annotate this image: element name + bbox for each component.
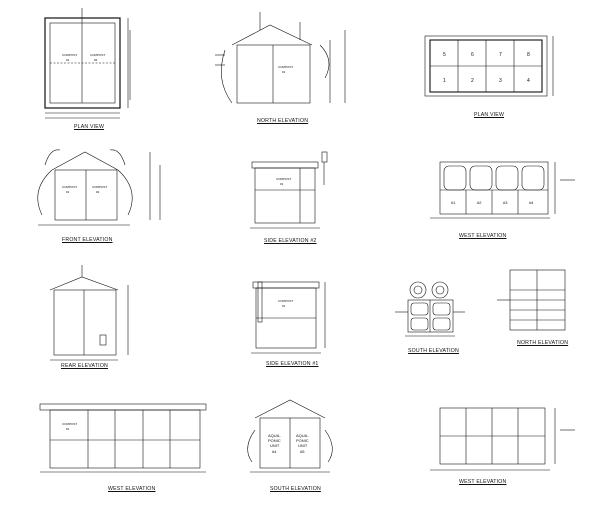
plan-view-2 (424, 35, 554, 97)
west-elevation-bin-labels: #1 #2 #3 #4 (451, 200, 534, 205)
svg-text:UNIT: UNIT (270, 443, 280, 448)
svg-text:PONIC: PONIC (296, 438, 309, 443)
svg-text:AQUA-: AQUA- (296, 433, 309, 438)
svg-text:#1: #1 (66, 190, 70, 194)
svg-text:#1: #1 (66, 58, 70, 62)
caption-side-elevation-2: SIDE ELEVATION #2 (264, 238, 317, 244)
caption-rear-elevation: REAR ELEVATION (61, 363, 108, 369)
svg-text:#2: #2 (96, 190, 100, 194)
svg-text:#4: #4 (272, 449, 277, 454)
svg-text:1: 1 (443, 78, 446, 84)
caption-front-elevation: FRONT ELEVATION (62, 237, 113, 243)
caption-south-elevation-1: SOUTH ELEVATION (408, 348, 459, 354)
svg-text:4: 4 (527, 78, 530, 84)
svg-text:2: 2 (471, 78, 474, 84)
svg-text:PONIC: PONIC (268, 438, 281, 443)
plan-view-2-numbers: 5 6 7 8 1 2 3 4 (443, 52, 530, 84)
svg-text:COMPOST: COMPOST (92, 185, 107, 189)
svg-text:#3: #3 (503, 200, 508, 205)
caption-north-elevation-1: NORTH ELEVATION (257, 118, 309, 124)
svg-text:8: 8 (527, 52, 530, 58)
svg-text:#2: #2 (94, 58, 98, 62)
caption-west-elevation-3: WEST ELEVATION (459, 479, 507, 485)
front-elevation: COMPOST #1 COMPOST #2 (37, 149, 161, 226)
west-elevation-1 (430, 161, 575, 219)
caption-north-elevation-2: NORTH ELEVATION (517, 340, 569, 346)
svg-text:UNIT: UNIT (298, 443, 308, 448)
svg-text:COMPOST: COMPOST (276, 177, 291, 181)
south-elevation-1 (395, 281, 465, 337)
svg-text:#4: #4 (529, 200, 534, 205)
north-elevation-1: COMPOST #1 (215, 12, 346, 104)
svg-text:#5: #5 (300, 449, 305, 454)
caption-side-elevation-1: SIDE ELEVATION #1 (266, 361, 319, 367)
svg-text:#1: #1 (282, 304, 286, 308)
plan-view-1: COMPOST #1 COMPOST #2 (44, 8, 131, 119)
svg-text:#2: #2 (477, 200, 482, 205)
svg-text:#1: #1 (451, 200, 456, 205)
svg-text:#1: #1 (280, 182, 284, 186)
svg-text:#1: #1 (282, 70, 286, 74)
svg-text:COMPOST: COMPOST (278, 299, 293, 303)
svg-text:6: 6 (471, 52, 474, 58)
west-elevation-2: COMPOST #1 (39, 403, 207, 473)
caption-south-elevation-2: SOUTH ELEVATION (270, 486, 321, 492)
svg-text:COMPOST: COMPOST (62, 185, 77, 189)
west-elevation-3 (430, 407, 575, 471)
caption-plan-view-2: PLAN VIEW (474, 112, 505, 118)
caption-west-elevation-1: WEST ELEVATION (459, 233, 507, 239)
svg-text:#1: #1 (66, 427, 70, 431)
svg-text:COMPOST: COMPOST (90, 53, 105, 57)
side-elevation-2: COMPOST #1 (250, 151, 328, 229)
svg-text:7: 7 (499, 52, 502, 58)
compost-label: COMPOST (62, 53, 77, 57)
svg-text:5: 5 (443, 52, 446, 58)
svg-text:COMPOST: COMPOST (62, 422, 77, 426)
caption-plan-view-1: PLAN VIEW (74, 124, 105, 130)
svg-text:AQUA-: AQUA- (268, 433, 281, 438)
south-elevation-2: AQUA- PONIC UNIT #4 AQUA- PONIC UNIT #5 (247, 399, 333, 473)
caption-west-elevation-2: WEST ELEVATION (108, 486, 156, 492)
north-elevation-2 (497, 269, 566, 331)
svg-text:3: 3 (499, 78, 502, 84)
svg-text:COMPOST: COMPOST (278, 65, 293, 69)
rear-elevation (49, 265, 129, 361)
side-elevation-1: COMPOST #1 (251, 281, 326, 354)
